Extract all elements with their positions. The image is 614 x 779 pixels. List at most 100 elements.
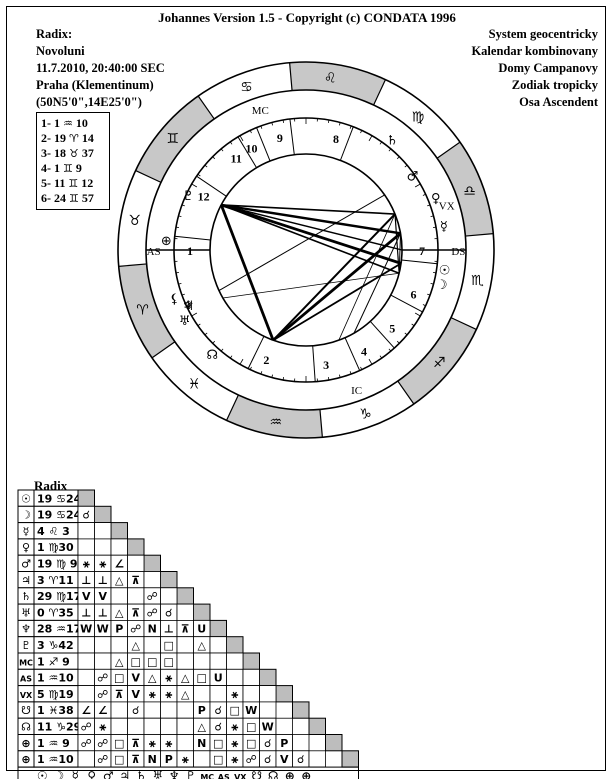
house-number: 4 [361, 344, 367, 358]
degree-tick [414, 312, 421, 317]
degree-tick [186, 193, 190, 196]
axis-label: VX [439, 200, 455, 212]
planet-glyph: ⊕ [161, 234, 172, 249]
aspect-cell [77, 750, 95, 768]
aspect-symbol: ⊥ [81, 574, 91, 587]
cusp-deg: 1 [51, 116, 63, 130]
aspect-symbol: △ [115, 655, 124, 668]
aspect-symbol: ☌ [215, 704, 222, 717]
aspect-symbol: P [115, 623, 123, 636]
house-cusp-line [390, 294, 423, 313]
aspect-symbol: ⚹ [230, 737, 238, 750]
row-position: 29 ♍17 [37, 590, 81, 603]
degree-tick [204, 332, 208, 336]
row-label: ☽ [21, 509, 31, 522]
aspect-symbol: ⊼ [115, 688, 124, 701]
row-label: ☿ [23, 525, 30, 538]
bottom-label: ♆ [169, 769, 180, 779]
house-number: 11 [231, 151, 242, 165]
planet-glyph: ☊ [207, 348, 219, 363]
cusp-num: 4- [41, 161, 51, 175]
zodiac-sign-glyph: ♋ [240, 79, 253, 95]
house-cusp-line [312, 345, 316, 382]
aspect-cell [110, 701, 128, 719]
sign-divider [226, 394, 239, 421]
diagonal-cell [176, 587, 194, 605]
aspect-symbol: V [82, 590, 91, 603]
degree-tick [422, 304, 426, 307]
diagonal-cell [275, 685, 293, 703]
aspect-line [219, 204, 275, 341]
diagonal-cell [160, 571, 178, 589]
aspect-cell [143, 571, 161, 589]
zodiac-sign-glyph: ♊ [166, 131, 179, 147]
cusp-num: 1- [41, 116, 51, 130]
zodiac-sign-glyph: ♌ [324, 71, 337, 87]
aspect-cell [77, 522, 95, 540]
bottom-label-frame [17, 766, 359, 779]
bottom-label: VX [234, 773, 247, 779]
degree-tick [422, 193, 426, 196]
chart-info: Radix: Novoluni 11.7.2010, 20:40:00 SEC … [36, 26, 165, 111]
diagonal-cell [259, 668, 277, 687]
aspect-symbol: P [198, 704, 206, 717]
aspect-symbol: △ [132, 639, 141, 652]
aspect-cell [160, 587, 178, 605]
cusp-deg: 18 [51, 146, 69, 160]
aspect-cell [209, 685, 227, 703]
planet-glyph: ♀ [431, 192, 441, 207]
aspect-symbol: ☌ [264, 737, 271, 750]
cusp-sign: ♈ [69, 132, 79, 145]
aspect-table-title: Radix [34, 478, 68, 493]
row-label: ♄ [21, 590, 31, 603]
house-cusp-line [339, 126, 354, 161]
degree-tick [220, 148, 224, 152]
aspect-cell [94, 522, 112, 540]
aspect-cell [110, 538, 128, 556]
aspect-line [221, 203, 401, 235]
bottom-label: ☋ [251, 769, 262, 779]
sign-divider [289, 62, 293, 91]
planet-glyph: ♃ [182, 299, 194, 314]
aspect-cell [77, 685, 95, 703]
degree-tick [388, 348, 392, 352]
info-line: Praha (Klementinum) [36, 78, 154, 92]
sign-segment-shaded [437, 142, 494, 237]
row-position: 19 ♋24 [37, 492, 82, 505]
row-position: 1 ♐ 9 [37, 655, 70, 668]
cusp-sign: ♉ [69, 147, 79, 160]
house-cusp-line [196, 175, 227, 197]
aspect-symbol: ∠ [81, 704, 91, 717]
aspect-symbol: ☍ [147, 590, 158, 603]
aspect-symbol: P [280, 737, 288, 750]
page-title: Johannes Version 1.5 - Copyright (c) CON… [158, 10, 456, 25]
degree-tick [178, 283, 182, 285]
house-cusp-line [289, 118, 295, 155]
aspect-symbol: △ [181, 672, 190, 685]
aspect-symbol: W [97, 623, 109, 636]
zodiac-sign-glyph: ♎ [463, 183, 476, 199]
row-position: 1 ♍30 [37, 541, 74, 554]
aspect-symbol: □ [164, 639, 174, 652]
aspect-cell [308, 750, 326, 768]
diagonal-cell [292, 701, 310, 719]
row-label: ☉ [21, 492, 31, 505]
zodiac-sign-glyph: ♑ [359, 407, 372, 423]
cusp-min: 37 [78, 146, 94, 160]
aspect-symbol: ☌ [297, 753, 304, 766]
sign-segment-shaded [135, 95, 215, 183]
cusp-num: 5- [41, 176, 51, 190]
cusp-sign: ♒ [63, 117, 73, 130]
house-cusp-line [401, 259, 438, 265]
zodiac-sign-glyph: ♐ [433, 355, 446, 371]
aspect-symbol: N [197, 737, 206, 750]
aspect-cell [209, 652, 227, 670]
row-label: ☊ [21, 721, 31, 734]
aspect-cell [292, 734, 310, 752]
aspect-line [220, 204, 400, 274]
wheel-ring [117, 61, 495, 439]
aspect-symbol: ⚹ [164, 737, 172, 750]
planet-glyph: ♄ [386, 134, 398, 149]
degree-tick [197, 173, 201, 177]
